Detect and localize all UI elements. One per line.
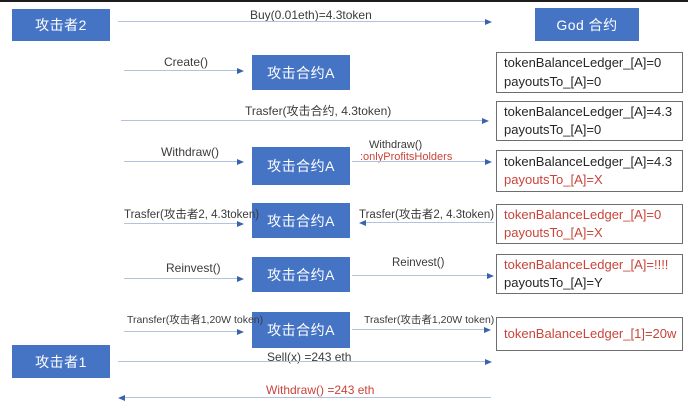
label-reinvest-left: Reinvest() [166, 261, 221, 275]
arrowhead-right-icon [487, 273, 494, 279]
label-only-profits-holders: :onlyProfitsHolders [360, 151, 453, 163]
arrow-buy [118, 19, 492, 25]
ledger-state-1: tokenBalanceLedger_[A]=0 payoutsTo_[A]=0 [496, 52, 683, 93]
ledger-line: tokenBalanceLedger_[A]=0 [504, 55, 662, 70]
label-sell: Sell(x) =243 eth [267, 350, 352, 364]
arrowhead-left-icon [118, 395, 125, 401]
arrow-sell [118, 359, 492, 365]
ledger-line: tokenBalanceLedger_[A]=!!!! [504, 256, 669, 272]
label-transfer-attacker1-right: Trasfer(攻击者1,20W token) [364, 314, 495, 326]
top-border-line [0, 0, 688, 2]
arrowhead-left-icon [359, 220, 366, 226]
node-attack-contract-a-5: 攻击合约A [252, 312, 350, 348]
ledger-line: payoutsTo_[A]=X [504, 225, 603, 240]
label-transfer-attacker2-left: Trasfer(攻击者2, 4.3token) [124, 209, 260, 221]
ledger-line: tokenBalanceLedger_[A]=4.3 [504, 153, 673, 169]
arrow-withdraw-final [118, 395, 491, 401]
node-attacker2: 攻击者2 [12, 9, 110, 41]
ledger-state-3: tokenBalanceLedger_[A]=4.3 payoutsTo_[A]… [496, 150, 683, 192]
ledger-line: payoutsTo_[A]=0 [504, 122, 602, 137]
node-attacker1: 攻击者1 [12, 345, 110, 378]
ledger-line: payoutsTo_[A]=Y [504, 275, 603, 290]
node-attack-contract-a-2: 攻击合约A [252, 147, 350, 185]
arrow-transfer-attacker1-right [352, 327, 491, 333]
node-attack-contract-a-1: 攻击合约A [252, 55, 350, 90]
label-buy: Buy(0.01eth)=4.3token [250, 8, 372, 22]
label-withdraw-right: Withdraw() [369, 139, 423, 151]
ledger-line: tokenBalanceLedger_[A]=4.3 [504, 103, 673, 119]
ledger-state-5: tokenBalanceLedger_[A]=!!!! payoutsTo_[A… [496, 254, 683, 294]
arrow-create [124, 68, 244, 74]
arrowhead-right-icon [237, 68, 244, 74]
label-withdraw-left: Withdraw() [161, 145, 220, 159]
arrowhead-right-icon [484, 327, 491, 333]
label-transfer-attacker1-left: Transfer(攻击者1,20W token) [127, 314, 264, 326]
ledger-line: payoutsTo_[A]=0 [504, 73, 602, 89]
ledger-state-2: tokenBalanceLedger_[A]=4.3 payoutsTo_[A]… [496, 101, 683, 141]
arrow-transfer-attacker2-right [359, 220, 494, 226]
label-transfer-attacker2-right: Trasfer(攻击者2, 4.3token) [359, 209, 495, 221]
ledger-state-6: tokenBalanceLedger_[1]=20w [496, 317, 683, 351]
node-god-contract: God 合约 [535, 8, 639, 41]
arrowhead-right-icon [237, 276, 244, 282]
arrow-reinvest-left [124, 276, 244, 282]
arrow-reinvest-right [352, 273, 494, 279]
label-withdraw-final: Withdraw() =243 eth [266, 383, 375, 397]
arrowhead-right-icon [485, 359, 492, 365]
arrowhead-right-icon [237, 159, 244, 165]
arrowhead-right-icon [485, 159, 492, 165]
arrowhead-right-icon [485, 19, 492, 25]
ledger-line: tokenBalanceLedger_[A]=0 [504, 206, 662, 222]
arrow-withdraw-right [352, 159, 492, 165]
ledger-line: payoutsTo_[A]=X [504, 172, 603, 187]
arrowhead-right-icon [237, 329, 244, 335]
arrow-transfer-attacker2-left [124, 221, 244, 227]
ledger-state-4: tokenBalanceLedger_[A]=0 payoutsTo_[A]=X [496, 204, 683, 244]
label-reinvest-right: Reinvest() [392, 257, 445, 269]
arrowhead-right-icon [237, 221, 244, 227]
arrow-withdraw-left [124, 159, 244, 165]
ledger-line: tokenBalanceLedger_[1]=20w [504, 325, 677, 341]
node-attack-contract-a-4: 攻击合约A [252, 257, 350, 292]
arrow-transfer-attacker1-left [124, 329, 244, 335]
arrowhead-right-icon [482, 118, 489, 124]
node-attack-contract-a-3: 攻击合约A [252, 203, 350, 238]
label-create: Create() [164, 55, 209, 69]
label-transfer-contract: Trasfer(攻击合约, 4.3token) [245, 104, 392, 118]
arrow-transfer-contract [121, 118, 489, 124]
